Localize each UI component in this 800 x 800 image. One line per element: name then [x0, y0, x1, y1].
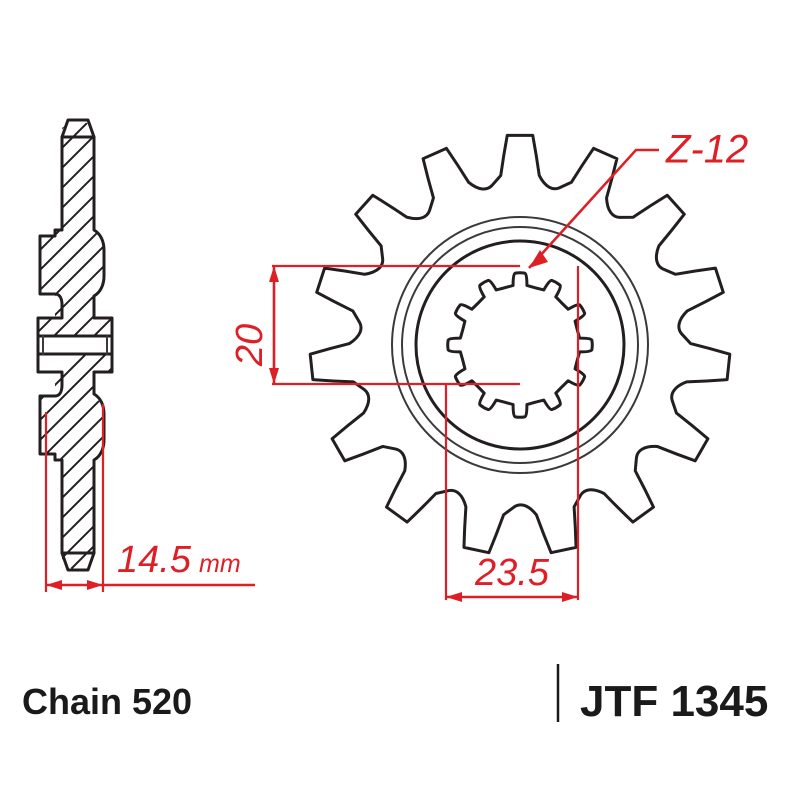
chain-size-label: Chain 520	[22, 681, 192, 722]
arrow-235-right	[562, 592, 578, 602]
section-tooth-tip-upper	[60, 118, 96, 139]
annotation-label-z12: Z-12	[665, 128, 748, 172]
hub-circle-inner	[414, 239, 626, 451]
arrow-145-right	[87, 580, 103, 590]
footer-block: Chain 520 JTF 1345	[22, 664, 768, 726]
dimension-label-235: 23.5	[474, 552, 550, 594]
arrow-20-up	[269, 266, 279, 282]
arrow-145-left	[46, 580, 62, 590]
annotation-spline-z12: Z-12	[528, 128, 748, 269]
side-section-view	[36, 117, 114, 573]
hub-circle-middle	[401, 226, 639, 464]
section-web-lines	[42, 335, 108, 355]
dimension-hub-23-5: 23.5	[444, 266, 580, 602]
leader-line-z12	[528, 148, 659, 269]
arrow-20-down	[269, 368, 279, 384]
arrow-z12	[529, 250, 548, 268]
dimension-thickness-14-5: 14.5 mm	[44, 404, 255, 592]
dimension-unit-mm: mm	[199, 550, 241, 578]
sprocket-outer-teeth	[308, 133, 732, 555]
arrow-235-left	[446, 592, 462, 602]
dimension-label-20: 20	[229, 324, 271, 367]
dimension-bore-20: 20	[229, 264, 520, 386]
dimension-label-145: 14.5	[117, 539, 192, 581]
hub-circle-outer	[391, 216, 649, 474]
section-center-web	[36, 334, 114, 356]
part-number-label: JTF 1345	[580, 677, 768, 726]
front-sprocket-view	[308, 133, 732, 555]
internal-spline-12-teeth	[446, 271, 594, 419]
section-body-upper	[36, 135, 114, 338]
